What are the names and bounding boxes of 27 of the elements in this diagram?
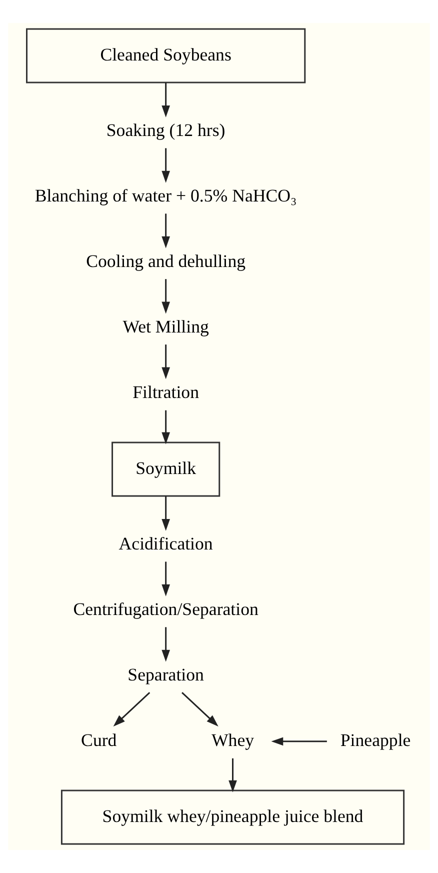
arrow: [228, 758, 237, 792]
node-text: Separation: [128, 664, 204, 685]
arrow: [182, 692, 218, 726]
node-text: Whey: [211, 730, 254, 750]
arrow: [113, 692, 150, 726]
arrow: [271, 737, 327, 746]
node-box: Soymilk: [112, 442, 220, 497]
arrow: [162, 627, 170, 662]
node-box: Cleaned Soybeans: [26, 28, 306, 84]
node-text: Filtration: [132, 382, 200, 402]
node-text: Centrifugation/Separation: [73, 599, 258, 620]
node-text: Soaking (12 hrs): [106, 120, 226, 140]
arrow: [162, 214, 170, 248]
arrow: [162, 496, 170, 531]
arrow: [162, 344, 170, 380]
arrow: [162, 279, 170, 314]
arrow: [162, 562, 170, 596]
arrow: [162, 82, 170, 118]
arrow: [162, 148, 170, 183]
node-text: Curd: [81, 730, 117, 750]
node-box: Soymilk whey/pineapple juice blend: [60, 790, 405, 845]
node-text: Cooling and dehulling: [86, 251, 246, 272]
node-text: Pineapple: [340, 730, 411, 750]
node-text: Acidification: [118, 534, 213, 554]
node-text: Wet Milling: [122, 316, 209, 337]
node-text: Blanching of water + 0.5% NaHCO₃: [34, 186, 297, 206]
arrow: [162, 410, 170, 444]
